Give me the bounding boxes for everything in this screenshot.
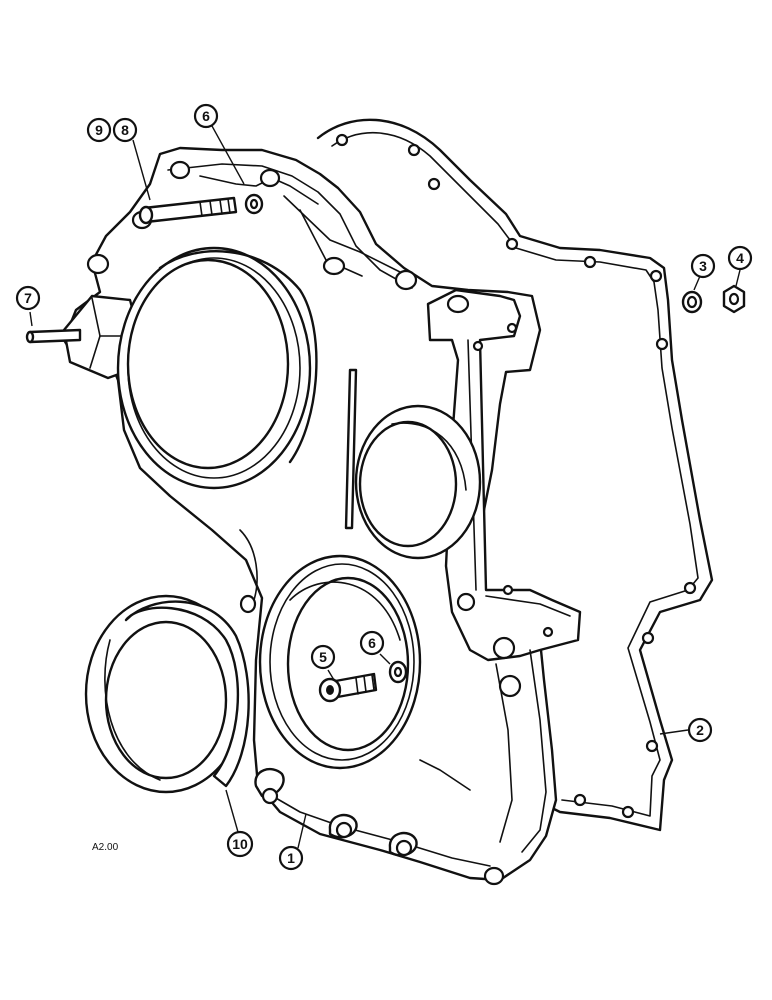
callout-5: 5 xyxy=(310,644,336,670)
callout-7: 7 xyxy=(15,285,41,311)
oil-seal xyxy=(84,594,250,794)
lower-bore xyxy=(258,554,422,770)
callout-label-2: 2 xyxy=(696,722,704,738)
dowel-pin xyxy=(25,328,82,344)
callout-6-screw: 6 xyxy=(359,630,385,656)
callout-label-8: 8 xyxy=(121,122,129,138)
cover-bolt-holes xyxy=(86,160,554,886)
callout-9: 9 xyxy=(86,117,112,143)
callout-label-5: 5 xyxy=(319,649,327,665)
gasket xyxy=(316,118,714,832)
callout-4: 4 xyxy=(727,245,753,271)
callout-2: 2 xyxy=(687,717,713,743)
callout-label-4: 4 xyxy=(736,250,744,266)
callout-1: 1 xyxy=(278,845,304,871)
callout-label-6b: 6 xyxy=(368,635,376,651)
middle-bore xyxy=(354,404,482,560)
callout-label-7: 7 xyxy=(24,290,32,306)
callout-label-9: 9 xyxy=(95,122,103,138)
nut-4 xyxy=(722,284,746,314)
cap-screw xyxy=(318,660,408,703)
callout-10: 10 xyxy=(226,830,254,858)
stud-bolt xyxy=(138,193,264,225)
drawing-code: A2.00 xyxy=(92,842,119,853)
washer-3 xyxy=(681,290,703,314)
leader-lines xyxy=(29,125,741,849)
callout-label-6a: 6 xyxy=(202,108,210,124)
callout-3: 3 xyxy=(690,253,716,279)
callout-label-10: 10 xyxy=(232,836,248,852)
callout-6-stud: 6 xyxy=(193,103,219,129)
callout-label-1: 1 xyxy=(287,850,295,866)
callout-8: 8 xyxy=(112,117,138,143)
upper-bore xyxy=(116,246,318,490)
callout-label-3: 3 xyxy=(699,258,707,274)
